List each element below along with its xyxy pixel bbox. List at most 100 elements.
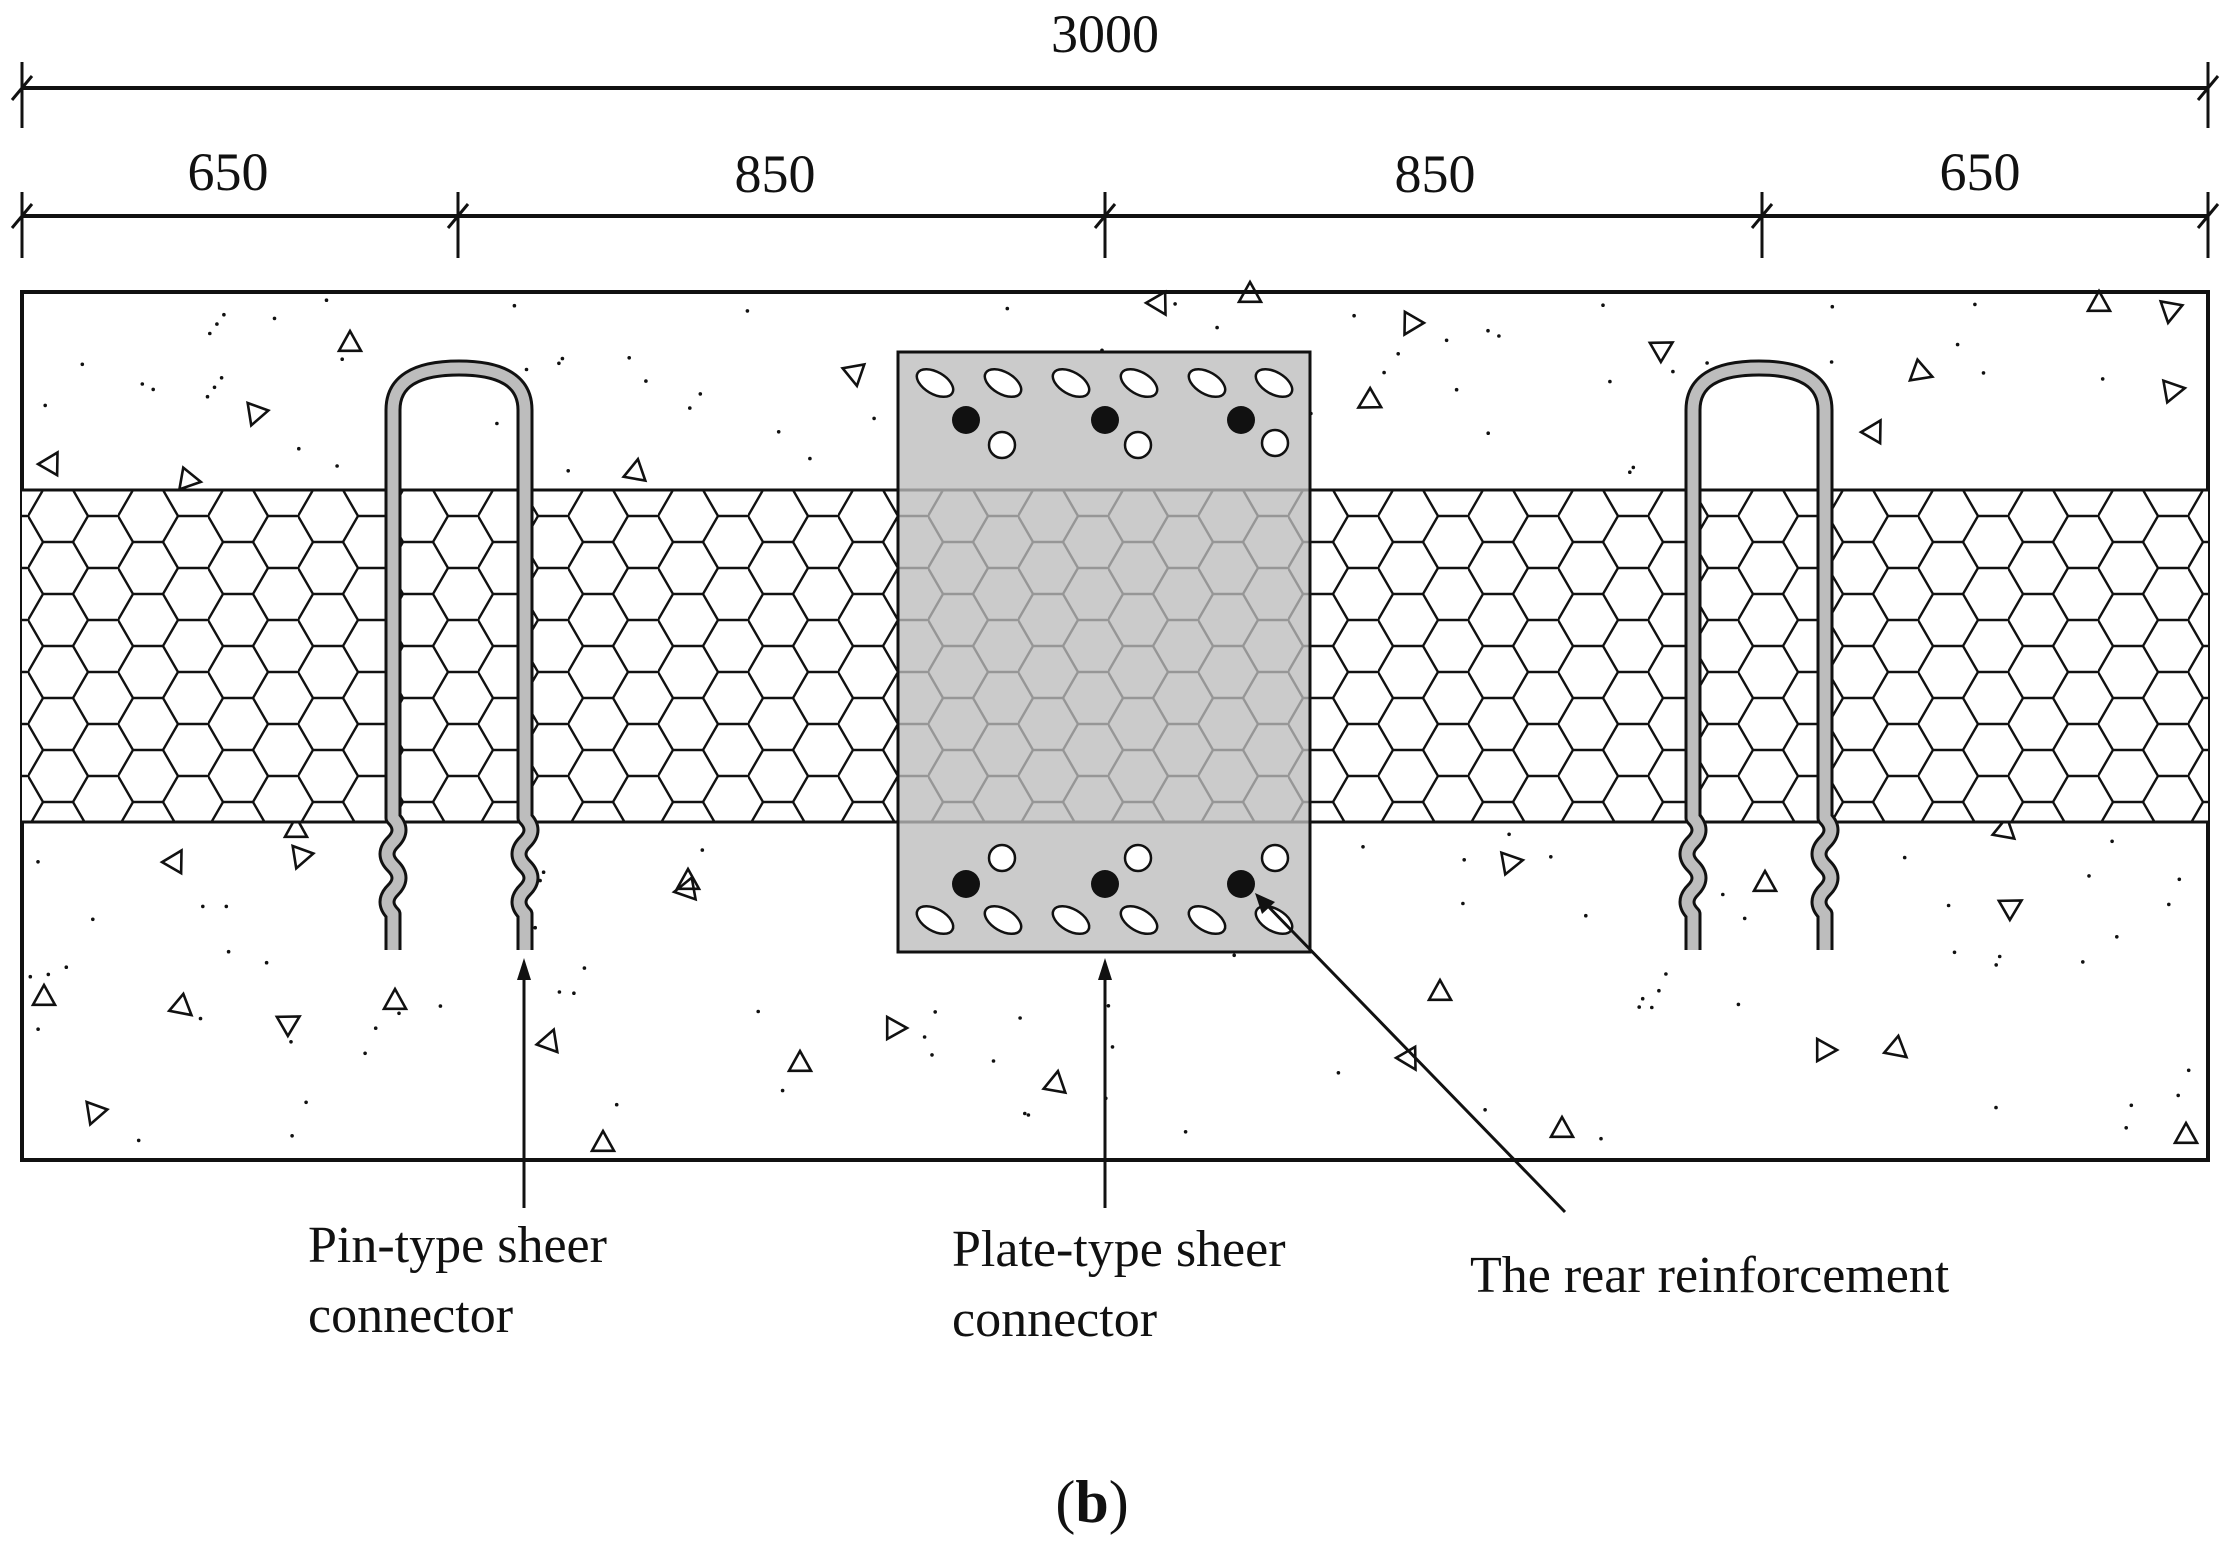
- aggregate-dot: [2177, 877, 2182, 882]
- aggregate-triangle: [534, 1027, 559, 1055]
- aggregate-dot: [304, 1100, 308, 1105]
- aggregate-dot: [566, 469, 570, 473]
- caption-letter: b: [1075, 1469, 1108, 1535]
- aggregate-triangle: [381, 986, 409, 1011]
- aggregate-dot: [1461, 901, 1465, 906]
- aggregate-dot: [290, 1134, 294, 1138]
- concrete-aggregate: [28, 279, 2200, 1153]
- aggregate-dot: [1628, 470, 1632, 475]
- aggregate-dot: [1994, 1105, 1998, 1110]
- aggregate-triangle: [85, 1099, 110, 1127]
- aggregate-triangle: [2161, 378, 2188, 405]
- plate-slot-hole: [1187, 367, 1227, 399]
- aggregate-dot: [80, 362, 85, 367]
- aggregate-triangle: [177, 465, 204, 492]
- aggregate-dot: [2129, 1103, 2134, 1108]
- aggregate-triangle: [246, 400, 271, 428]
- aggregate-dot: [1742, 916, 1747, 921]
- plate-connector-label-line-2: connector: [952, 1291, 1157, 1348]
- aggregate-dot: [226, 949, 231, 954]
- aggregate-dot: [1946, 903, 1951, 908]
- aggregate-triangle: [1996, 899, 2024, 923]
- aggregate-triangle: [282, 814, 310, 839]
- aggregate-dot: [1955, 342, 1960, 347]
- aggregate-dot: [224, 904, 229, 909]
- aggregate-dot: [215, 322, 219, 326]
- aggregate-dot: [1483, 1108, 1487, 1112]
- pin-type-connector: [1678, 359, 1840, 950]
- aggregate-dot: [208, 331, 212, 336]
- aggregate-dot: [2176, 1093, 2180, 1098]
- aggregate-dot: [1497, 334, 1501, 338]
- aggregate-dot: [1215, 325, 1219, 330]
- pin-fill: [1681, 362, 1837, 950]
- aggregate-dot: [36, 1027, 40, 1031]
- plate-round-hole: [987, 843, 1017, 873]
- aggregate-dot: [1640, 996, 1645, 1001]
- aggregate-dot: [340, 357, 345, 362]
- aggregate-dot: [297, 446, 301, 451]
- aggregate-dot: [560, 356, 565, 361]
- aggregate-triangle: [1881, 1033, 1909, 1059]
- plate-round-hole: [1123, 843, 1153, 873]
- aggregate-dot: [1952, 950, 1957, 955]
- aggregate-dot: [688, 406, 692, 410]
- aggregate-triangle: [1041, 1068, 1068, 1095]
- caption-close-paren: ): [1109, 1469, 1129, 1535]
- aggregate-dot: [1023, 1111, 1027, 1116]
- aggregate-dot: [1657, 988, 1661, 993]
- plate-round-hole: [1123, 430, 1153, 460]
- aggregate-dot: [1994, 963, 1998, 967]
- rear-reinforcement-bar: [1227, 870, 1255, 898]
- aggregate-dot: [198, 1016, 203, 1021]
- plate-connector-arrowhead: [1098, 958, 1112, 980]
- plate-slot-hole: [915, 904, 955, 936]
- rear-reinforcement-arrowhead: [1255, 893, 1275, 914]
- pin-type-connector: [378, 359, 540, 950]
- plate-slot-hole: [1119, 904, 1159, 936]
- aggregate-dot: [1173, 302, 1177, 306]
- plate-slot-hole: [1051, 367, 1091, 399]
- aggregate-dot: [1721, 892, 1725, 897]
- aggregate-triangle: [30, 982, 58, 1007]
- aggregate-dot: [1637, 1005, 1641, 1009]
- rear-reinforcement-bar: [1227, 406, 1255, 434]
- aggregate-dot: [2100, 377, 2105, 381]
- aggregate-triangle: [291, 843, 316, 871]
- aggregate-triangle: [1858, 418, 1882, 446]
- aggregate-dot: [582, 966, 587, 970]
- plate-slot-hole: [983, 367, 1023, 399]
- aggregate-dot: [335, 464, 339, 468]
- aggregate-dot: [1026, 1113, 1031, 1117]
- aggregate-triangle: [159, 848, 183, 876]
- aggregate-triangle: [1426, 977, 1454, 1002]
- aggregate-triangle: [840, 362, 867, 389]
- aggregate-dot: [272, 316, 277, 321]
- aggregate-dot: [222, 312, 226, 317]
- aggregate-triangle: [1143, 289, 1167, 317]
- aggregate-dot: [808, 456, 812, 461]
- aggregate-dot: [289, 1040, 293, 1044]
- aggregate-dot: [1664, 972, 1668, 976]
- aggregate-dot: [1671, 369, 1675, 374]
- dimension-segment-3-label: 850: [1395, 144, 1476, 204]
- aggregate-dot: [756, 1009, 760, 1014]
- aggregate-dot: [930, 1053, 934, 1057]
- rear-reinforcement-label: The rear reinforcement: [1470, 1247, 1950, 1304]
- aggregate-dot: [201, 904, 205, 909]
- plate-perforations: [915, 367, 1294, 936]
- plate-connector-label-line-1: Plate-type sheer: [952, 1221, 1286, 1278]
- aggregate-dot: [397, 1011, 401, 1016]
- aggregate-dot: [219, 376, 224, 380]
- aggregate-dot: [373, 1026, 378, 1030]
- aggregate-dot: [1608, 379, 1612, 384]
- aggregate-dot: [2124, 1126, 2128, 1130]
- aggregate-dot: [933, 1010, 937, 1014]
- aggregate-dot: [1997, 954, 2002, 959]
- aggregate-dot: [1736, 1002, 1741, 1007]
- aggregate-dot: [557, 361, 561, 366]
- aggregate-dot: [1382, 370, 1386, 375]
- rear-reinforcement-bar: [1091, 406, 1119, 434]
